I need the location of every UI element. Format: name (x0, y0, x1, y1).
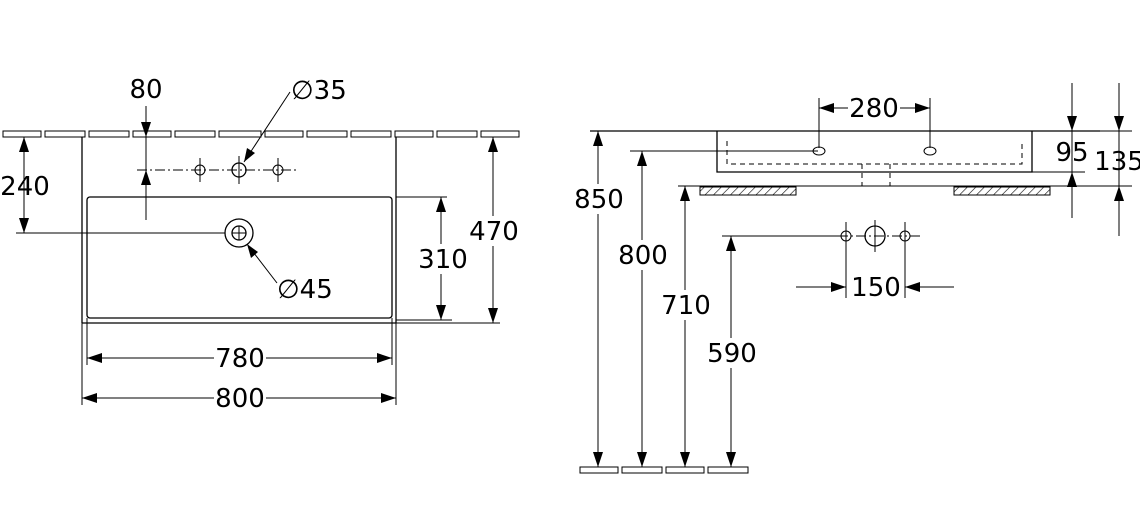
floor-line (579, 466, 749, 474)
label-590: 590 (707, 339, 757, 369)
dimension-150: 150 (796, 236, 954, 303)
label-280: 280 (849, 94, 899, 124)
tap-hole-right (272, 158, 284, 182)
label-800-side: 800 (618, 241, 668, 271)
dimension-80: 80 (129, 75, 163, 220)
dimension-280: 280 (818, 94, 931, 148)
dimension-850: 850 (574, 131, 624, 467)
dimension-800-side: 800 (618, 151, 668, 467)
dimension-135: 135 (1055, 83, 1140, 236)
tap-hole-left (194, 158, 206, 182)
label-470: 470 (469, 217, 519, 247)
label-95: 95 (1055, 138, 1088, 168)
dimension-diameter-35: ∅35 (243, 76, 347, 163)
dimension-95: 95 (1032, 83, 1089, 218)
dimension-710: 710 (661, 186, 711, 467)
dimension-240: 240 (0, 137, 225, 234)
label-780: 780 (215, 344, 265, 374)
tap-holes-detail (838, 220, 922, 252)
side-view: 280 95 135 850 (574, 83, 1140, 474)
label-850: 850 (574, 185, 624, 215)
label-diameter-45: ∅45 (277, 275, 333, 305)
label-135: 135 (1094, 147, 1140, 177)
dimension-310: 310 (396, 196, 468, 321)
basin-outline (81, 137, 397, 324)
label-240: 240 (0, 172, 50, 202)
label-80: 80 (129, 75, 162, 105)
label-310: 310 (418, 245, 468, 275)
basin-profile (590, 130, 1100, 186)
wall-top-line (2, 130, 520, 138)
label-800: 800 (215, 384, 265, 414)
front-view: 80 ∅35 240 ∅45 (0, 75, 520, 414)
tap-hole-center (231, 156, 247, 184)
dimension-780: 780 (86, 318, 393, 374)
dimension-diameter-45: ∅45 (246, 243, 333, 305)
dimension-800: 800 (81, 323, 397, 414)
label-diameter-35: ∅35 (291, 76, 347, 106)
detail-hole-center (864, 220, 886, 252)
label-150: 150 (851, 273, 901, 303)
dimension-470: 470 (396, 137, 519, 324)
dimension-590: 590 (707, 235, 838, 467)
wall-brackets (678, 185, 1055, 196)
tap-holes (137, 156, 296, 184)
label-710: 710 (661, 291, 711, 321)
drain-outlet (224, 218, 254, 248)
